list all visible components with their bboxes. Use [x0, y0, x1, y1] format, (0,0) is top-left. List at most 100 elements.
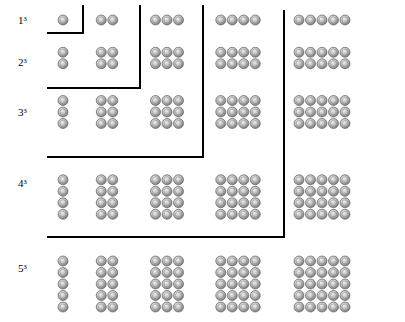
coin-rim	[98, 258, 104, 264]
coin	[340, 119, 350, 129]
coin	[294, 15, 304, 25]
coin-rim	[319, 61, 325, 67]
coin	[239, 256, 249, 266]
coin	[216, 186, 226, 196]
coin-rim	[308, 61, 314, 67]
row-label: 5³	[18, 263, 27, 274]
coin-rim	[98, 177, 104, 183]
coin	[294, 119, 304, 129]
coin-rim	[164, 49, 170, 55]
coin-rim	[331, 200, 337, 206]
coin-rim	[110, 211, 116, 217]
coin-rim	[319, 258, 325, 264]
coin	[162, 209, 172, 219]
coin-rim	[308, 109, 314, 115]
coin-rim	[308, 281, 314, 287]
coin	[340, 302, 350, 312]
coin-rim	[342, 49, 348, 55]
coin-rim	[319, 49, 325, 55]
coin	[294, 209, 304, 219]
coin	[227, 47, 237, 57]
coin	[329, 107, 339, 117]
coin	[96, 175, 106, 185]
coin-rim	[296, 293, 302, 299]
coin-rim	[241, 281, 247, 287]
coin-rim	[176, 258, 182, 264]
coin-rim	[110, 200, 116, 206]
coin-rim	[241, 188, 247, 194]
coin-rim	[308, 177, 314, 183]
coin	[108, 198, 118, 208]
coin	[239, 198, 249, 208]
coin-rim	[164, 17, 170, 23]
coin	[174, 291, 184, 301]
coin-rim	[110, 17, 116, 23]
coin-rim	[110, 304, 116, 310]
coin	[340, 15, 350, 25]
coin	[151, 198, 161, 208]
coin-rim	[331, 177, 337, 183]
coin	[162, 59, 172, 69]
gnomon-line	[47, 10, 284, 237]
coin	[108, 279, 118, 289]
coin	[306, 256, 316, 266]
coin-rim	[319, 121, 325, 127]
coin	[216, 291, 226, 301]
coin	[58, 209, 68, 219]
coin	[294, 291, 304, 301]
coin	[294, 302, 304, 312]
coin	[306, 268, 316, 278]
coin-rim	[98, 281, 104, 287]
coin	[294, 279, 304, 289]
coin-rim	[296, 281, 302, 287]
coin	[216, 47, 226, 57]
coin	[151, 96, 161, 106]
coin	[216, 302, 226, 312]
coin-rim	[319, 270, 325, 276]
coin	[317, 279, 327, 289]
coin-rim	[308, 17, 314, 23]
coin-rim	[229, 17, 235, 23]
coin	[340, 59, 350, 69]
coin-rim	[153, 98, 159, 104]
coin	[108, 47, 118, 57]
coin-rim	[252, 109, 258, 115]
coin	[250, 291, 260, 301]
coin	[108, 302, 118, 312]
coin-rim	[153, 49, 159, 55]
coin-rim	[296, 258, 302, 264]
coin-rim	[331, 270, 337, 276]
coin-rim	[176, 121, 182, 127]
coin-rim	[241, 98, 247, 104]
coin-rim	[98, 109, 104, 115]
coin	[174, 59, 184, 69]
coin	[294, 256, 304, 266]
coin-rim	[153, 121, 159, 127]
coin	[239, 209, 249, 219]
coin	[174, 279, 184, 289]
coin	[151, 107, 161, 117]
coin-rim	[164, 109, 170, 115]
coin-rim	[176, 177, 182, 183]
coin-rim	[296, 98, 302, 104]
coin-rim	[342, 200, 348, 206]
coin	[96, 268, 106, 278]
coin	[58, 198, 68, 208]
coin-rim	[308, 270, 314, 276]
coin-rim	[164, 98, 170, 104]
coin-rim	[241, 121, 247, 127]
coin-rim	[319, 211, 325, 217]
coin	[174, 47, 184, 57]
coin	[151, 186, 161, 196]
coin-rim	[98, 61, 104, 67]
coin-rim	[98, 270, 104, 276]
coin-rim	[164, 200, 170, 206]
coin	[58, 107, 68, 117]
coin	[306, 209, 316, 219]
coin-rim	[296, 177, 302, 183]
coin-rim	[319, 109, 325, 115]
coin-rim	[153, 304, 159, 310]
coin-rim	[331, 281, 337, 287]
coin	[340, 279, 350, 289]
